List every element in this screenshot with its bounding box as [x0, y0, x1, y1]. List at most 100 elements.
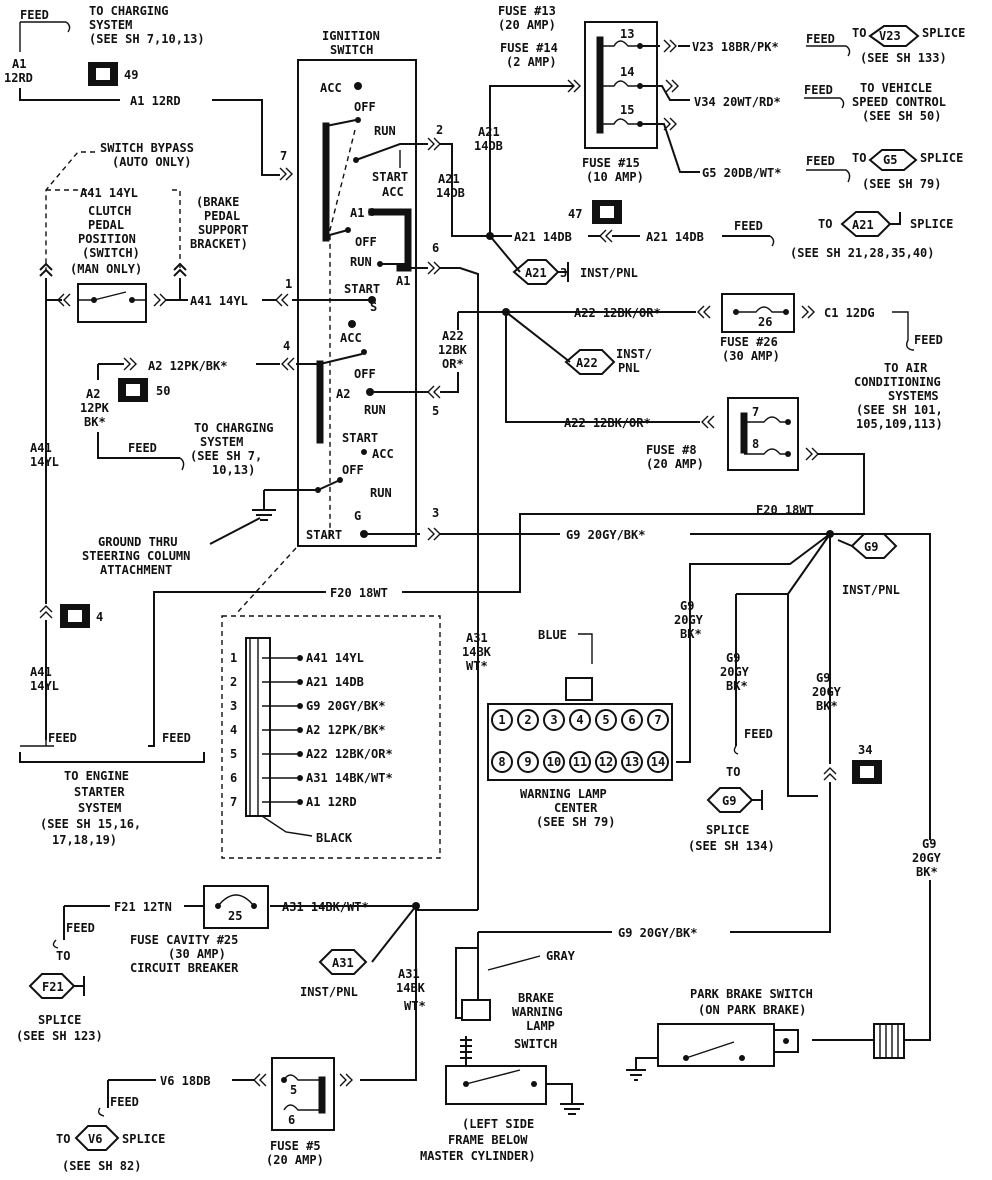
connector-49-label: 49: [124, 68, 138, 82]
a2-charging-4: 10,13): [212, 463, 255, 477]
cb-out: [251, 903, 257, 909]
g9-lower-wire: [730, 782, 831, 933]
conn-4-label: 4: [96, 610, 103, 624]
g9-feed-hook: [733, 745, 739, 755]
vsc-2: SPEED CONTROL: [852, 95, 946, 109]
f20-wire: [402, 453, 865, 593]
ign-a2: A2: [336, 387, 350, 401]
frame-2: FRAME BELOW: [448, 1133, 528, 1147]
ign-acc-2-dot: [348, 320, 356, 328]
ground-2: STEERING COLUMN: [82, 549, 190, 563]
a22-inst-leader: [505, 311, 571, 363]
v23-splice-label: V23: [879, 29, 901, 43]
ground-steering-icon: [252, 490, 276, 521]
connector-49-inner: [96, 68, 110, 80]
c1-wire: C1 12DG: [824, 306, 875, 320]
v6-feed-wire: [107, 1079, 156, 1108]
brake-bracket-2: PEDAL: [204, 209, 240, 223]
a1-label: A1: [12, 57, 26, 71]
clutch-label-3: POSITION: [78, 232, 136, 246]
ac-1: TO AIR: [884, 361, 928, 375]
switch-bypass-1: SWITCH BYPASS: [100, 141, 194, 155]
a21-splice-text: SPLICE: [910, 217, 953, 231]
connector-cavity-number: 1: [230, 651, 237, 665]
a22-main-label: A22 12BK/OR*: [574, 306, 661, 320]
a22-vert-down: [440, 372, 459, 393]
a2-vert-2: 12PK: [80, 401, 110, 415]
fuse8-2: (20 AMP): [646, 457, 704, 471]
lamp-pin-bottom: [543, 751, 565, 773]
ignition-switch-box: [297, 59, 417, 547]
v6-splice-label: V6: [88, 1132, 102, 1146]
charging-system-label-2: SYSTEM: [89, 18, 132, 32]
clutch-label-5: (MAN ONLY): [70, 262, 142, 276]
fuse26-1: FUSE #26: [720, 335, 778, 349]
a21-wire-top: [440, 85, 574, 237]
lamp-pin-top-label: 6: [628, 713, 635, 727]
fuse5-conn-out: [339, 1073, 353, 1087]
a31-v2-1: A31: [398, 967, 420, 981]
lamp-pin-bottom-label: 14: [651, 755, 665, 769]
park-1: PARK BRAKE SWITCH: [690, 987, 813, 1001]
g9-splice-icon: [706, 787, 763, 813]
f20-to-starter: [148, 591, 326, 747]
a21-feed: FEED: [734, 219, 763, 233]
a21-14db-1: A21 14DB: [514, 230, 572, 244]
fuse26-2: (30 AMP): [722, 349, 780, 363]
pin-4-connector: [281, 357, 295, 371]
a2-feed: FEED: [128, 441, 157, 455]
fuse-26-out: [783, 309, 789, 315]
a21-vert-2: 14DB: [474, 139, 503, 153]
conn-34-label: 34: [858, 743, 872, 757]
g5-feed-line: [806, 169, 851, 183]
ground-1: GROUND THRU: [98, 535, 177, 549]
pbs-blade: [685, 1041, 735, 1059]
pin-6: 6: [432, 241, 439, 255]
g9-v2-1: G9: [726, 651, 740, 665]
lamp-pin-bottom: [517, 751, 539, 773]
connector-cavity-wire-label: G9 20GY/BK*: [306, 699, 385, 713]
v23-splice-icon: [868, 25, 920, 47]
g9-main: G9 20GY/BK*: [566, 528, 645, 542]
g9-to: TO: [726, 765, 740, 779]
a2-feed-hook: [179, 457, 185, 471]
connector-cavity-wire-label: A21 14DB: [306, 675, 364, 689]
v34-wire: V34 20WT/RD*: [694, 95, 781, 109]
lamp-pin-top-label: 5: [602, 713, 609, 727]
a31-inst-pnl: INST/PNL: [300, 985, 358, 999]
fuse5-1: FUSE #5: [270, 1139, 321, 1153]
connector-cavity-number: 2: [230, 675, 237, 689]
fuse-n13: 13: [620, 27, 634, 41]
lamp-pin-bottom: [647, 751, 669, 773]
black-label: BLACK: [316, 831, 353, 845]
ign-arm-2: [325, 229, 349, 237]
f20-feed: FEED: [162, 731, 191, 745]
connector-cavity-dot: [297, 679, 303, 685]
connector-cavity-dot: [297, 775, 303, 781]
v34-feed-line: [804, 97, 845, 109]
a21-14db-2: A21 14DB: [646, 230, 704, 244]
ign-off-3: OFF: [354, 367, 376, 381]
a21-feed-hook: [769, 235, 775, 247]
vsc-3: (SEE SH 50): [862, 109, 941, 123]
clutch-left-wire: [45, 278, 62, 301]
lamp-pin-top: [491, 709, 513, 731]
fuse15-2: (10 AMP): [586, 170, 644, 184]
f21-splice-text: SPLICE: [38, 1013, 81, 1027]
pin-2: 2: [436, 123, 443, 137]
pin-6-connector: [427, 261, 441, 275]
a22-inst-pnl-2: PNL: [618, 361, 640, 375]
a21-splice-icon: [840, 211, 901, 237]
pbs-connector: [873, 1023, 905, 1059]
a31-v1-2: 14BK: [462, 645, 492, 659]
a22-b-label: A22 12BK/OR*: [564, 416, 651, 430]
pin-7: 7: [280, 149, 287, 163]
v6-wire: V6 18DB: [160, 1074, 211, 1088]
v6-feed: FEED: [110, 1095, 139, 1109]
clutch-switch-blade: [78, 291, 146, 301]
park-brake-switch: [657, 1023, 775, 1067]
connector-cavity-number: 3: [230, 699, 237, 713]
cb-element: [217, 894, 255, 907]
engine-5: 17,18,19): [52, 833, 117, 847]
